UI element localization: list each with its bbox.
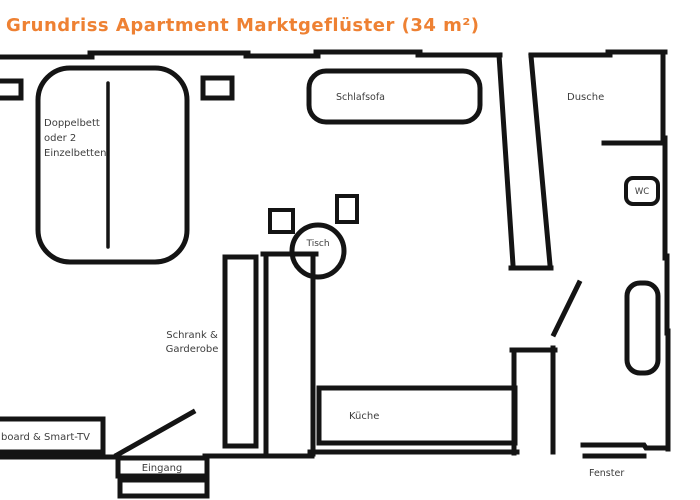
windows: [0, 75, 647, 459]
bathroom-divider-wall-left-line: [496, 52, 516, 268]
bottom-wall-center: [202, 449, 520, 459]
table: [289, 222, 347, 280]
entrance-mat-upper: [115, 455, 210, 479]
top-wall: [0, 49, 503, 60]
furniture: [0, 65, 661, 499]
window-label: Fenster: [589, 468, 624, 479]
left-wall-window: [0, 78, 24, 101]
entrance-door-swing-line: [113, 408, 197, 459]
wardrobe-label-line1: Schrank &: [166, 330, 218, 341]
shower-label: Dusche: [567, 92, 604, 103]
interior-walls: [260, 52, 665, 459]
radiator: [624, 280, 661, 376]
sideboard-tv-unit: [0, 416, 106, 455]
bathroom-top-wall: [528, 49, 668, 58]
top-wall-pillar: [200, 75, 235, 101]
labels: Doppelbett oder 2 Einzelbetten Schlafsof…: [1, 92, 649, 479]
wc-toilet: [624, 176, 660, 206]
outer-walls: [0, 49, 671, 460]
entrance-label: Eingang: [142, 463, 183, 474]
sofa-label: Schlafsofa: [336, 92, 385, 103]
bathroom-divider-wall-right-line: [528, 53, 553, 268]
window-niche-wall: [509, 345, 558, 456]
bottom-wall-right-corner: [580, 442, 671, 451]
chair-left: [268, 208, 295, 234]
wardrobe-label-line2: Garderobe: [166, 344, 219, 355]
sleeper-sofa: [306, 68, 483, 125]
bathroom-door-swing-line: [550, 279, 583, 338]
bed-label-line2: oder 2: [44, 133, 76, 144]
right-wall: [660, 49, 671, 452]
kitchen-label: Küche: [349, 411, 379, 422]
chair-right: [335, 194, 359, 224]
entrance-mat-lower: [117, 477, 210, 499]
page-title: Grundriss Apartment Marktgeflüster (34 m…: [6, 15, 480, 36]
sideboard-label: board & Smart-TV: [1, 432, 90, 443]
double-bed: [35, 65, 190, 265]
bed-label-line1: Doppelbett: [44, 118, 100, 129]
wc-label: WC: [635, 187, 649, 197]
bed-label-line3: Einzelbetten: [44, 148, 106, 159]
doors: [113, 279, 583, 459]
wardrobe: [222, 254, 259, 449]
kitchen-counter: [316, 385, 518, 446]
table-label: Tisch: [305, 239, 329, 249]
